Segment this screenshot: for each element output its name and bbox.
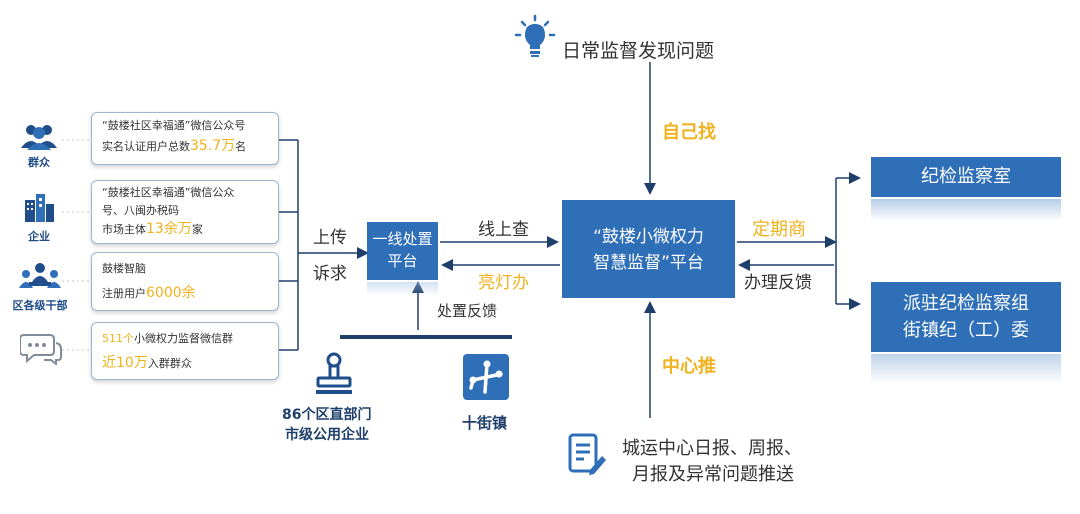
cadres-line2-num: 6000余 <box>146 285 196 301</box>
people-line2-num: 35.7万 <box>190 138 236 154</box>
cadres-line2-pre: 注册用户 <box>102 287 146 300</box>
wechat-line2-post: 入群群众 <box>147 357 192 370</box>
frontline-line2: 平台 <box>387 252 418 270</box>
left-box-people: “鼓楼社区幸福通”微信公众号 实名认证用户总数35.7万名 <box>91 112 279 165</box>
people-label: 群众 <box>28 156 50 169</box>
document-edit-icon <box>568 433 606 475</box>
report-line1: 城运中心日报、周报、 <box>622 438 802 459</box>
wechat-line1-num: 511个 <box>102 332 134 345</box>
lightbulb-icon <box>514 14 556 57</box>
building-icon <box>25 194 54 222</box>
discipline-room-box: 纪检监察室 <box>871 157 1061 197</box>
right-box-2-line1: 派驻纪检监察组 <box>903 293 1029 314</box>
platform-line2: 智慧监督”平台 <box>593 253 704 273</box>
enterprise-line1b: 号、八闽办税码 <box>102 204 179 217</box>
cadres-label: 区各级干部 <box>12 299 68 312</box>
smart-supervision-platform-box: “鼓楼小微权力 智慧监督”平台 <box>562 200 735 298</box>
frontline-line1: 一线处置 <box>372 230 433 248</box>
discipline-room-reflection <box>871 199 1061 221</box>
dept-line1: 86个区直部门 <box>282 407 372 423</box>
daily-supervision-label: 日常监督发现问题 <box>562 40 715 62</box>
frontline-reflection <box>367 282 438 296</box>
meeting-icon <box>19 263 61 288</box>
streets-label: 十街镇 <box>462 414 508 432</box>
right-box-1-label: 纪检监察室 <box>921 166 1011 187</box>
left-box-cadres: 鼓楼智脑 注册用户6000余 <box>91 252 279 311</box>
enterprise-line2-pre: 市场主体 <box>102 223 146 236</box>
enterprise-label: 企业 <box>28 230 50 243</box>
cadres-line1: 鼓楼智脑 <box>102 262 146 275</box>
people-line2-pre: 实名认证用户总数 <box>102 140 190 153</box>
report-line2: 月报及异常问题推送 <box>632 464 794 485</box>
upload-label-1: 上传 <box>313 228 347 248</box>
enterprise-line1: “鼓楼社区幸福通”微信公众 <box>102 186 235 199</box>
platform-line1: “鼓楼小微权力 <box>593 227 704 247</box>
wechat-line1: 小微权力监督微信群 <box>134 332 233 345</box>
handle-feedback-label: 办理反馈 <box>744 273 812 293</box>
dept-line2: 市级公用企业 <box>285 427 369 443</box>
upload-label-2: 诉求 <box>313 264 347 284</box>
self-find-label: 自己找 <box>662 122 716 143</box>
chat-icon <box>20 334 62 365</box>
wechat-line2-num: 近10万 <box>102 355 148 371</box>
streets-icon <box>463 354 509 400</box>
light-handle-label: 亮灯办 <box>478 273 529 293</box>
center-push-label: 中心推 <box>662 356 716 377</box>
people-line1: “鼓楼社区幸福通”微信公众号 <box>102 119 246 132</box>
periodic-label: 定期商 <box>752 219 806 240</box>
stationed-group-reflection <box>871 354 1061 384</box>
stamp-icon <box>316 352 352 394</box>
frontline-platform-box: 一线处置 平台 <box>367 222 438 280</box>
right-box-2-line2: 街镇纪（工）委 <box>903 320 1029 341</box>
stationed-group-box: 派驻纪检监察组 街镇纪（工）委 <box>871 282 1061 352</box>
people-icon <box>21 125 57 150</box>
enterprise-line2-post: 家 <box>191 223 203 236</box>
online-check-label: 线上查 <box>478 220 529 240</box>
enterprise-line2-num: 13余万 <box>146 221 192 237</box>
people-line2-post: 名 <box>235 140 247 153</box>
dispose-feedback-label: 处置反馈 <box>437 302 498 320</box>
left-box-enterprise: “鼓楼社区幸福通”微信公众 号、八闽办税码 市场主体13余万家 <box>91 180 279 244</box>
left-box-wechat: 511个小微权力监督微信群 近10万入群群众 <box>91 322 279 380</box>
